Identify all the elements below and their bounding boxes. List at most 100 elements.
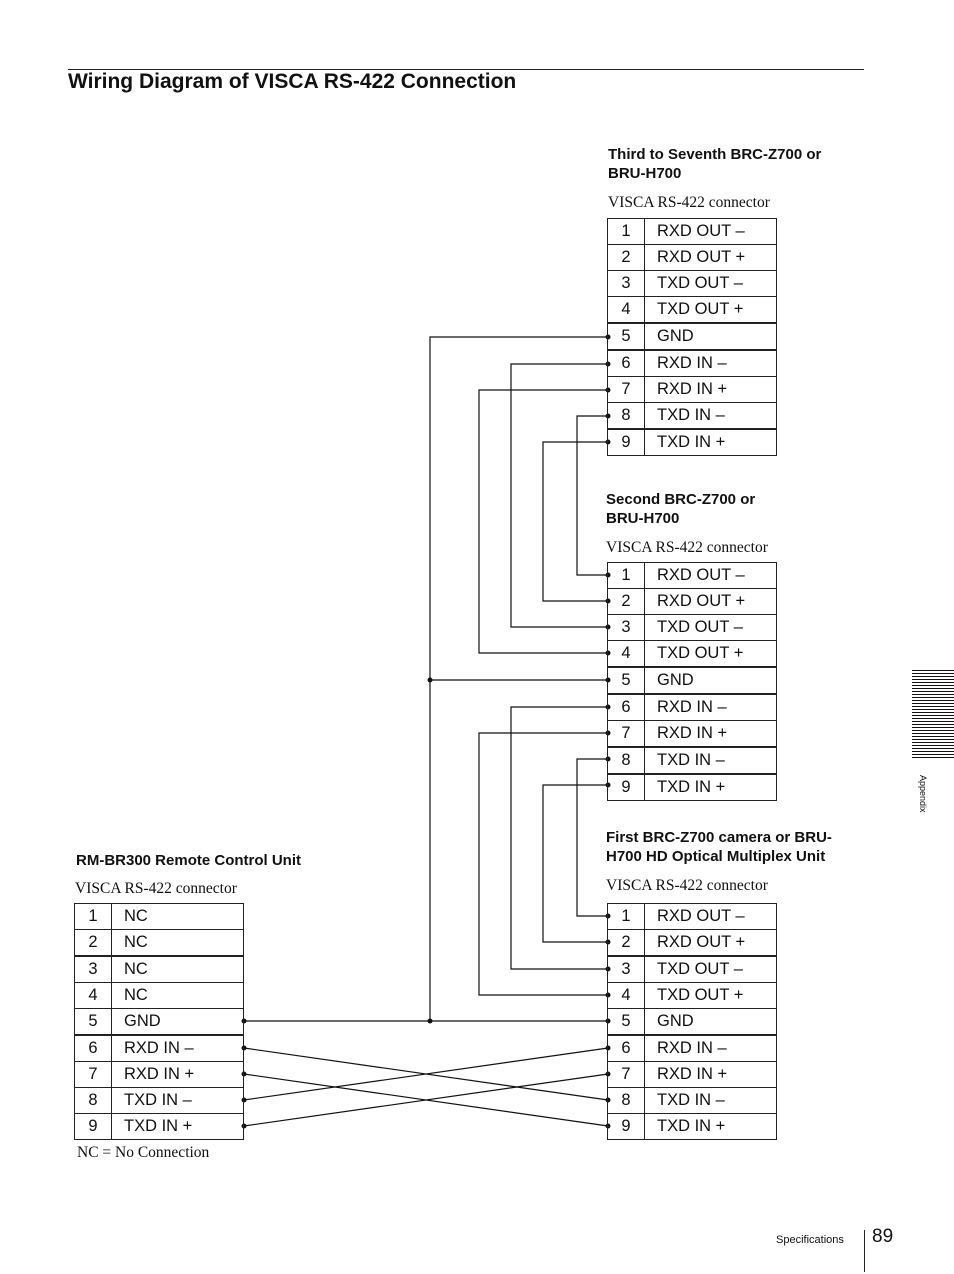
wire-second-txdout-minus-to-third-rxdin-minus xyxy=(510,363,608,628)
pin-signal: TXD OUT + xyxy=(644,296,777,324)
pin-signal: RXD OUT + xyxy=(644,929,777,957)
pin-signal: RXD OUT – xyxy=(644,903,777,930)
pin-signal: TXD IN + xyxy=(111,1113,244,1140)
pin-number: 1 xyxy=(607,562,645,589)
pin-signal: TXD IN – xyxy=(644,746,777,775)
pin-number: 6 xyxy=(607,349,645,377)
remote-connector-label: VISCA RS-422 connector xyxy=(75,880,237,897)
pin-signal: TXD IN – xyxy=(111,1087,244,1114)
pin-number: 1 xyxy=(74,903,112,930)
pin-number: 8 xyxy=(607,1087,645,1114)
pin-signal: RXD IN – xyxy=(644,349,777,377)
pin-number: 5 xyxy=(607,322,645,351)
second-unit-title: Second BRC-Z700 or BRU-H700 xyxy=(606,490,755,528)
remote-unit-title: RM-BR300 Remote Control Unit xyxy=(76,852,302,869)
pin-number: 3 xyxy=(607,270,645,297)
wire-second-rxdout-minus-to-third-txdin-minus xyxy=(576,415,608,576)
gnd-bus-wire xyxy=(429,336,608,1021)
pin-number: 9 xyxy=(607,428,645,456)
pin-number: 4 xyxy=(607,982,645,1009)
pin-signal: RXD OUT – xyxy=(644,218,777,245)
third-unit-title: Third to Seventh BRC-Z700 or BRU-H700 xyxy=(608,145,821,183)
pin-signal: GND xyxy=(111,1008,244,1036)
pin-signal: NC xyxy=(111,903,244,930)
pin-signal: NC xyxy=(111,955,244,983)
junction-dot xyxy=(427,1018,433,1024)
pin-signal: TXD IN + xyxy=(644,1113,777,1140)
pin-number: 1 xyxy=(607,903,645,930)
third-unit-title-line1: Third to Seventh BRC-Z700 or xyxy=(608,146,822,163)
pin-signal: TXD IN + xyxy=(644,428,777,456)
pin-number: 2 xyxy=(607,588,645,615)
pin-signal: TXD OUT – xyxy=(644,614,777,641)
pin-signal: RXD IN – xyxy=(644,693,777,721)
pin-signal: GND xyxy=(644,322,777,351)
pin-number: 9 xyxy=(607,773,645,801)
wire-remote-txdin-plus-to-first-rxdin-plus xyxy=(243,1073,609,1127)
wire-first-rxdout-plus-to-second-txdin-plus xyxy=(542,784,608,943)
pin-number: 9 xyxy=(74,1113,112,1140)
pin-number: 7 xyxy=(607,376,645,403)
nc-note: NC = No Connection xyxy=(77,1144,210,1161)
pin-number: 4 xyxy=(74,982,112,1009)
pin-signal: GND xyxy=(644,1008,777,1036)
pin-signal: RXD IN + xyxy=(111,1061,244,1088)
pin-number: 4 xyxy=(607,296,645,324)
title-rule xyxy=(68,69,864,70)
pin-signal: RXD IN – xyxy=(644,1034,777,1062)
pin-signal: TXD OUT + xyxy=(644,982,777,1009)
pin-number: 3 xyxy=(607,614,645,641)
pin-number: 8 xyxy=(607,746,645,775)
section-thumb-tab xyxy=(912,670,954,760)
wire-remote-txdin-minus-to-first-rxdin-minus xyxy=(243,1047,609,1101)
pin-number: 5 xyxy=(607,1008,645,1036)
page-number: 89 xyxy=(872,1226,894,1247)
pin-number: 8 xyxy=(607,402,645,430)
pin-number: 6 xyxy=(607,1034,645,1062)
pin-number: 5 xyxy=(74,1008,112,1036)
side-section-label: Appendix xyxy=(918,775,928,813)
pin-number: 7 xyxy=(607,720,645,748)
wire-first-rxdout-minus-to-second-txdin-minus xyxy=(576,758,608,917)
pin-number: 2 xyxy=(74,929,112,957)
pin-signal: TXD OUT – xyxy=(644,270,777,297)
pin-number: 3 xyxy=(607,955,645,983)
wire-first-txdout-plus-to-second-rxdin-plus xyxy=(478,732,608,996)
second-unit-title-line1: Second BRC-Z700 or xyxy=(606,491,756,508)
footer-rule xyxy=(864,1230,865,1272)
pin-signal: TXD IN – xyxy=(644,1087,777,1114)
first-connector-label: VISCA RS-422 connector xyxy=(606,877,768,894)
junction-dot xyxy=(427,677,433,683)
second-unit-title-line2: BRU-H700 xyxy=(606,510,680,527)
pin-signal: RXD IN – xyxy=(111,1034,244,1062)
